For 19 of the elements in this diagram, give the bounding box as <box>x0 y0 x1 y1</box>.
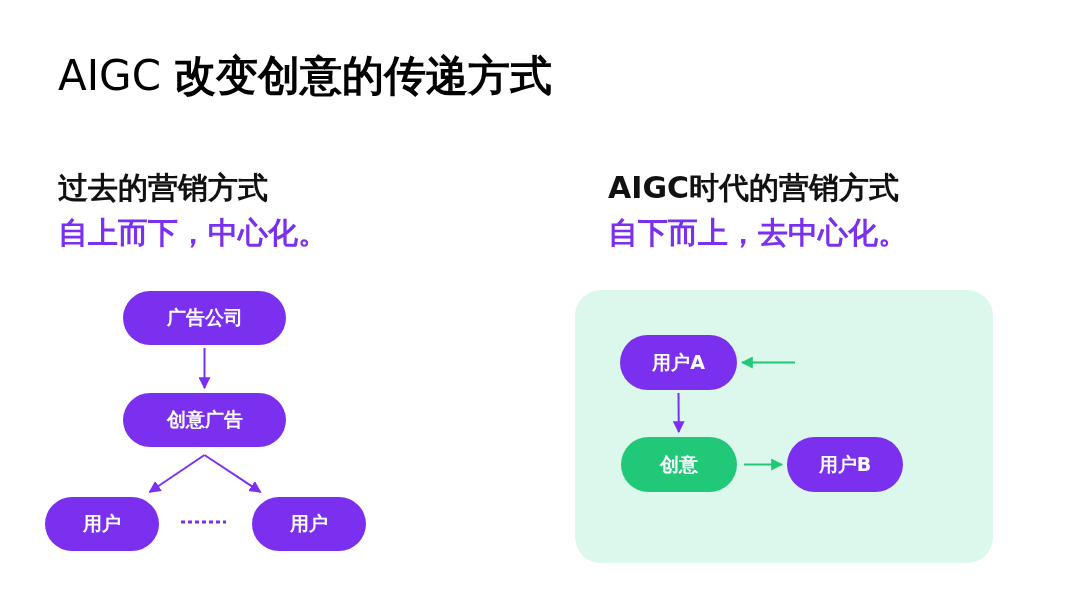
process-pill: 创意广告 <box>123 393 286 447</box>
title: AIGC 改变创意的传递方式 <box>58 50 553 102</box>
panel-background <box>575 290 993 563</box>
process-pill: 创意 <box>621 437 737 492</box>
process-pill: 广告公司 <box>123 291 286 345</box>
arrow <box>743 458 784 471</box>
arrow <box>203 454 262 493</box>
arrow <box>198 347 211 390</box>
arrow <box>148 454 206 493</box>
process-pill: 用户 <box>252 497 366 551</box>
process-pill: 用户A <box>620 335 737 390</box>
section-heading: 过去的营销方式 <box>58 169 268 207</box>
arrow <box>672 392 685 434</box>
process-pill: 用户B <box>787 437 903 492</box>
arrow <box>740 356 796 369</box>
section-subheading: 自下而上，去中心化。 <box>608 214 908 252</box>
section-subheading: 自上而下，中心化。 <box>58 214 328 252</box>
process-pill: 用户 <box>45 497 159 551</box>
section-heading: AIGC时代的营销方式 <box>608 169 900 207</box>
